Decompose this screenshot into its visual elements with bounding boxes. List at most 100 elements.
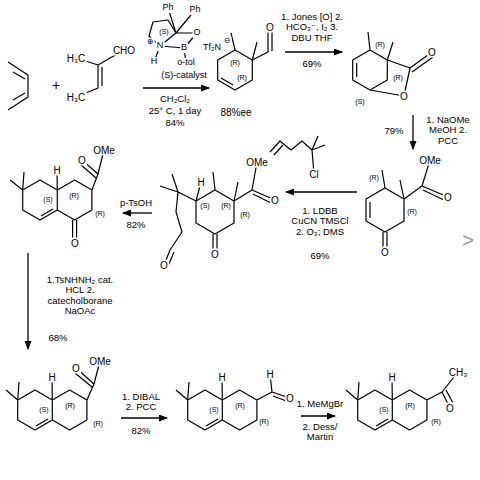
atom-label: (R): [258, 418, 270, 426]
atom-label: ⊕: [146, 38, 155, 47]
keto-aldehyde-bonds: [160, 162, 275, 266]
scheme-note: >: [461, 229, 475, 251]
atom-label: H: [196, 177, 205, 188]
reagent-label: 1. DIBAL 2. PCC: [119, 392, 163, 413]
bond-lines: [6, 8, 458, 430]
reagent-label: 1. Jones [O] 2. HCO₃⁻, I₂ 3. DBU THF: [278, 12, 346, 43]
reaction-arrow: [286, 191, 357, 192]
butadiene: [8, 62, 28, 110]
atom-label: O: [399, 91, 409, 102]
compound-structure: O O (R) (R) (S): [345, 26, 442, 112]
atom-label: OMe: [88, 356, 112, 367]
atom-label: O: [77, 155, 87, 166]
atom-label: Tf₂N: [202, 43, 222, 53]
atom-label: Cl: [308, 169, 319, 180]
reaction-arrows: [28, 52, 413, 418]
reagent-label: 1. NaOMe MeOH 2. PCC: [418, 115, 478, 146]
atom-label: (S)-catalyst: [160, 71, 208, 81]
bicyclic-enone-bonds: [10, 150, 104, 243]
scheme-note: 69%: [309, 251, 330, 261]
reaction-arrow: [301, 415, 335, 416]
atom-label: OMe: [92, 145, 116, 156]
enone-ester-bonds: [366, 160, 448, 250]
atom-label: (R): [220, 202, 232, 210]
atom-label: O: [285, 393, 295, 404]
scheme-note: 79%: [383, 126, 404, 136]
atom-label: (R): [239, 211, 251, 219]
atom-label: (S): [42, 196, 53, 204]
scheme-note: 2. Dess/ Martin: [297, 422, 343, 443]
atom-label: H: [47, 372, 56, 383]
atom-label: (S): [208, 406, 219, 414]
atom-label: H: [387, 372, 396, 383]
atom-label: (S): [199, 202, 210, 210]
atom-label: (R): [392, 74, 404, 82]
compound-structure: Cl: [266, 134, 328, 182]
atom-label: H₃C: [66, 92, 87, 103]
atom-label: (R): [229, 59, 241, 67]
atom-label: (R): [368, 174, 380, 182]
scheme-note: 68%: [47, 333, 68, 343]
compound-structure: HCH₃O(S)(R)(R): [338, 362, 474, 436]
atom-label: (S): [354, 98, 365, 106]
scheme-note: 25° C, 1 day: [148, 106, 202, 116]
reagent-label: p-TsOH: [119, 198, 153, 208]
compound-structure: HOMeOO(S)(R)(R): [2, 142, 120, 250]
scheme-note: 69%: [301, 59, 322, 69]
atom-label: O: [70, 238, 80, 249]
atom-label: (R): [374, 41, 386, 49]
compound-structure: O(R)(R)88%ee: [212, 18, 282, 120]
reaction-arrow: [123, 212, 152, 213]
atom-label: O: [380, 247, 390, 258]
compound-structure: OMeOO(R)(R): [360, 152, 456, 260]
scheme-note: +: [51, 78, 61, 93]
reaction-arrow: [412, 115, 413, 149]
atom-label: (R): [64, 402, 76, 410]
compound-structure: PhPh(S)ON⊕BTf₂N⊖Ho-tol(S)-catalyst: [140, 0, 232, 84]
ketone-bonds: [346, 372, 458, 430]
atom-label: (R): [92, 420, 104, 428]
compound-structure: HOMeO(S)(R)(R): [2, 352, 118, 436]
atom-label: (R): [234, 402, 246, 410]
atom-label: O: [210, 249, 220, 260]
alkene-ester-bonds: [6, 361, 100, 430]
reaction-arrow: [121, 417, 167, 418]
atom-label: Ph: [161, 3, 174, 13]
reaction-arrow: [143, 87, 209, 88]
atom-label: 88%ee: [219, 107, 252, 118]
atom-label: (R): [94, 210, 106, 218]
atom-label: CHO: [112, 45, 136, 56]
atom-label: o-tol: [176, 58, 196, 68]
adduct-bonds: [218, 27, 272, 90]
atom-label: (R): [430, 418, 442, 426]
catalyst-bonds: [149, 8, 197, 63]
reagent-label: 1. MeMgBr: [296, 399, 344, 409]
atom-label: H₃C: [66, 53, 87, 64]
scheme-note: 84%: [164, 118, 185, 128]
atom-label: O: [445, 403, 455, 414]
atom-label: (R): [68, 192, 80, 200]
compound-structure: H OMeO O O (S) (R) (R): [155, 152, 283, 272]
atom-label: (R): [406, 208, 418, 216]
atom-label: B: [180, 43, 188, 53]
atom-label: O: [71, 363, 81, 374]
scheme-note: 82%: [130, 426, 151, 436]
lactone-bonds: [353, 32, 433, 96]
atom-label: O: [159, 260, 169, 271]
scheme-note: 82%: [125, 220, 146, 230]
compound-structure: H₃C CHO H₃C: [62, 38, 140, 106]
atom-label: OMe: [245, 157, 269, 168]
reagent-label: 1. LDBB CuCN TMSCl 2. O₃; DMS: [290, 206, 350, 237]
atom-label: (R): [236, 74, 248, 82]
atom-label: O: [427, 47, 437, 58]
atom-label: H: [217, 372, 226, 383]
atom-label: OMe: [418, 155, 442, 166]
atom-label: (S): [378, 406, 389, 414]
reaction-arrow: [285, 51, 342, 52]
atom-label: (R): [404, 402, 416, 410]
atom-label: H: [150, 57, 159, 67]
atom-label: ⊖: [223, 37, 232, 46]
reagent-label: CH₂Cl₂: [159, 94, 191, 104]
atom-label: O: [270, 195, 280, 206]
